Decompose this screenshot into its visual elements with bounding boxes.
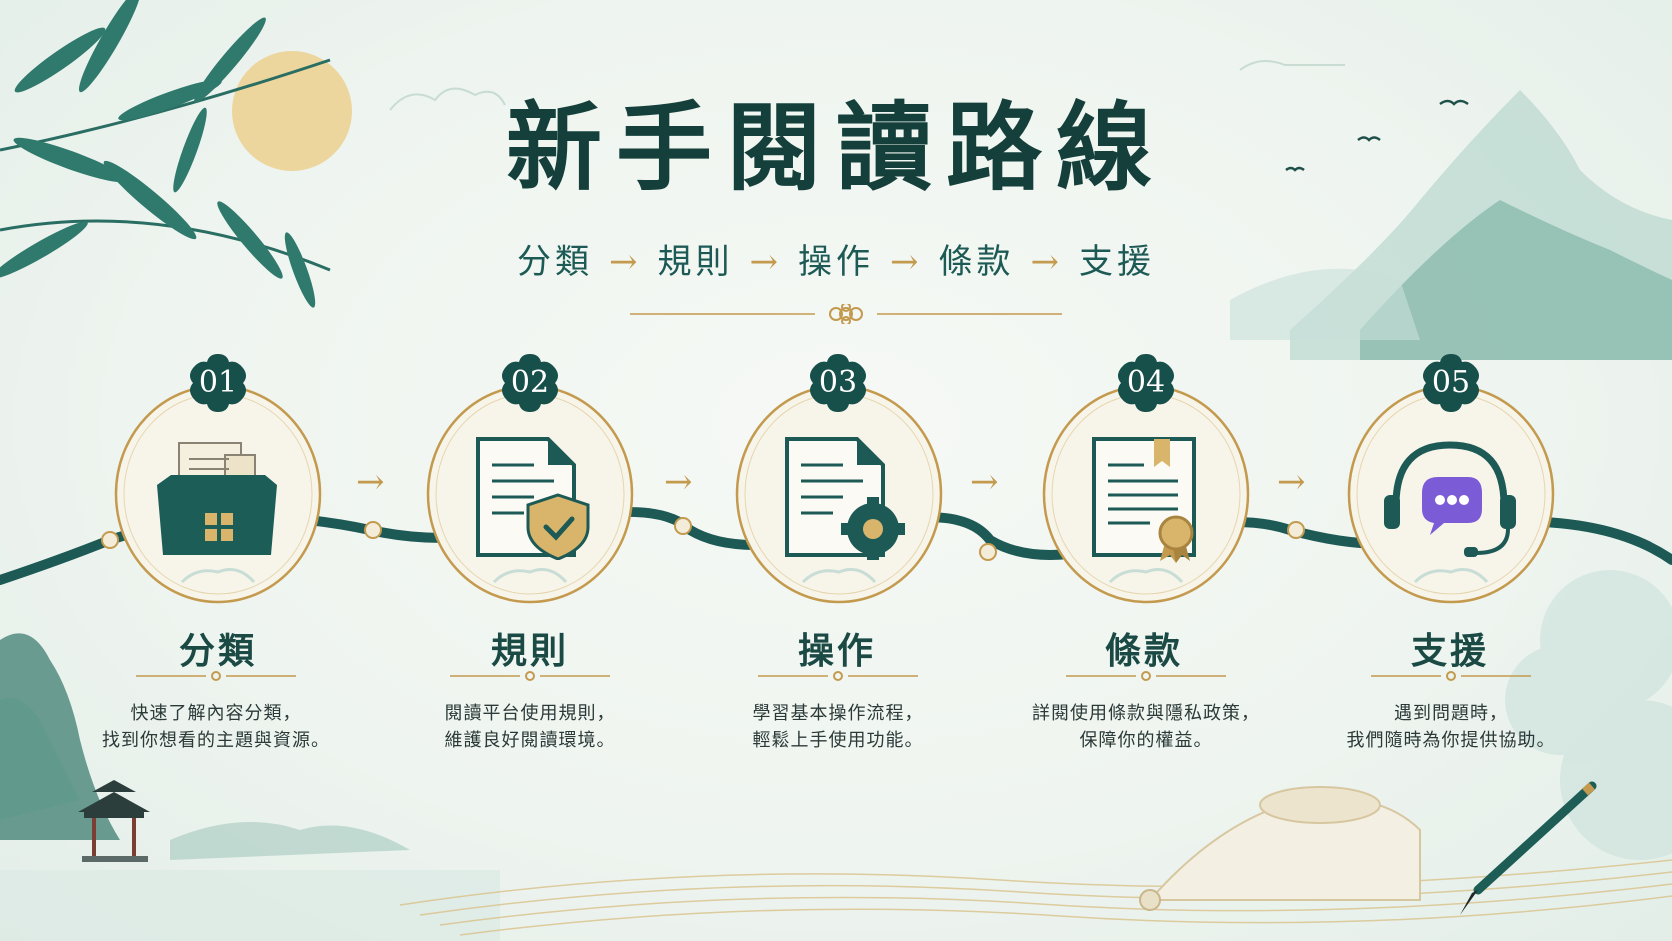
arrow-right-icon: → [970,462,999,502]
mountains-right [1230,90,1672,360]
step-title: 操作 [797,630,876,672]
number-badge-bg [1118,354,1174,412]
flow-item-3: 操作 [798,242,874,282]
step-description: 學習基本操作流程， 輕鬆上手使用功能。 [688,700,988,754]
step-description: 快速了解內容分類， 找到你想看的主題與資源。 [66,700,366,754]
description-line: 閱讀平台使用規則， [444,703,616,724]
step-number: 01 [198,365,238,400]
title-underline [450,671,610,681]
step-number: 04 [1126,365,1166,400]
flow-item-5: 支援 [1079,242,1155,282]
flow-subtitle: 分類 → 規則 → 操作 → 條款 → 支援 [0,240,1672,284]
step-title: 規則 [490,630,569,672]
flow-item-2: 規則 [657,242,734,282]
arrow-right-icon: → [1277,462,1306,502]
arrow-right-icon: → [890,242,923,282]
number-badge-bg [1423,354,1479,412]
step-title: 分類 [178,630,257,672]
description-line: 輕鬆上手使用功能。 [752,730,924,751]
step-number: 03 [818,365,858,400]
ornamental-divider [630,304,1062,324]
title-underline [1371,671,1531,681]
step-description: 詳閱使用條款與隱私政策， 保障你的權益。 [996,700,1296,754]
flow-item-1: 分類 [517,242,593,282]
number-badge-bg [810,354,866,412]
description-line: 學習基本操作流程， [752,703,924,724]
cloud-decoration [389,60,1345,111]
title-underline [1066,671,1226,681]
step-number: 05 [1431,365,1471,400]
description-line: 維護良好閱讀環境。 [444,730,616,751]
headset-chat-icon [1384,441,1516,557]
water-decoration [0,870,500,941]
bamboo-decoration [0,0,331,308]
step-number: 02 [510,365,550,400]
waves-decoration [399,859,1672,936]
arrow-right-icon: → [609,242,642,282]
step-title: 條款 [1104,630,1183,672]
description-line: 保障你的權益。 [1079,730,1213,751]
cloud-right [1505,570,1672,860]
page-title: 新手閱讀路線 [506,91,1166,204]
step-title: 支援 [1410,630,1489,672]
number-badge-bg [190,354,246,412]
certificate-icon [1092,437,1196,563]
step-description: 遇到問題時， 我們隨時為你提供協助。 [1301,700,1601,754]
folder-documents-icon [157,442,277,555]
title-underline [136,671,296,681]
brush-decoration [1460,781,1597,915]
flow-item-4: 條款 [938,242,1015,282]
pavilion-decoration [78,780,150,862]
description-line: 我們隨時為你提供協助。 [1346,730,1556,751]
arrow-right-icon: → [356,462,385,502]
scroll-decoration [1139,786,1421,911]
description-line: 快速了解內容分類， [130,703,302,724]
description-line: 遇到問題時， [1394,703,1508,724]
description-line: 找到你想看的主題與資源。 [102,730,330,751]
number-badge-bg [502,354,558,412]
step-description: 閱讀平台使用規則， 維護良好閱讀環境。 [380,700,680,754]
document-gear-icon [785,437,905,560]
description-line: 詳閱使用條款與隱私政策， [1032,703,1260,724]
arrow-right-icon: → [749,242,782,282]
path-pearls [101,517,1305,561]
mountains-left [0,633,410,860]
birds-decoration [1285,99,1469,172]
title-underline [758,671,918,681]
arrow-right-icon: → [664,462,693,502]
arrow-right-icon: → [1030,242,1063,282]
document-shield-icon [476,437,590,560]
